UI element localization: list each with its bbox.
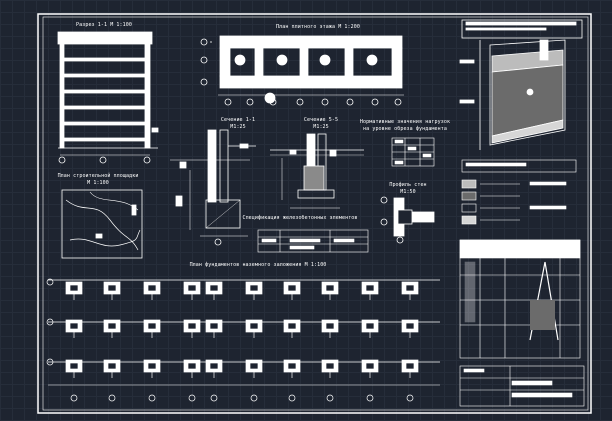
foundation-plan-title: План фундаментов наземного заложения М 1…	[189, 262, 327, 268]
axis-bubble	[148, 394, 156, 402]
pile-cap-core	[209, 362, 219, 370]
wall-profile-title: Профиль стен	[389, 182, 427, 188]
soil-profile-drawing	[459, 19, 583, 150]
pile-cap-core	[187, 322, 197, 330]
section-5-5-scale: М1:25	[313, 124, 329, 130]
site-plan-drawing	[61, 189, 143, 259]
pile-cap-core	[365, 362, 375, 370]
loads-table-title-line2: на уровне обреза фундамента	[363, 126, 447, 132]
axis-bubble	[108, 394, 116, 402]
pile-cap-core	[249, 322, 259, 330]
drawing-frame	[37, 13, 592, 414]
pile-cap-core	[405, 322, 415, 330]
axis-bubble	[70, 394, 78, 402]
wall-profile-drawing	[380, 196, 435, 244]
pile-cap-core	[249, 362, 259, 370]
pile-cap-core	[325, 284, 335, 292]
pile-cap-core	[147, 322, 157, 330]
specification-title: Спецификация железобетонных элементов	[242, 215, 358, 221]
title-block-drawing	[459, 365, 585, 407]
section-1-1-drawing	[170, 129, 256, 246]
pile-cap-core	[365, 322, 375, 330]
wall-profile-scale: М1:50	[400, 189, 416, 195]
pile-plan-drawing	[200, 35, 404, 106]
pile-cap-core	[107, 362, 117, 370]
pile-cap-core	[405, 284, 415, 292]
legend-drawing	[461, 159, 577, 225]
pile-schedule-drawing	[459, 239, 581, 359]
loads-table-drawing	[391, 137, 435, 167]
building-section-title: Разрез 1-1 М 1:100	[76, 22, 132, 28]
pile-cap-core	[147, 362, 157, 370]
pile-cap-core	[147, 284, 157, 292]
foundation-plan-drawing	[46, 278, 440, 402]
pile-cap-core	[405, 362, 415, 370]
pile-cap-core	[365, 284, 375, 292]
drawing-inner-frame	[42, 16, 589, 411]
axis-bubble	[288, 394, 296, 402]
pile-cap-core	[187, 284, 197, 292]
pile-cap-core	[69, 322, 79, 330]
pile-cap-core	[287, 284, 297, 292]
pile-cap-core	[209, 284, 219, 292]
pile-cap-core	[287, 322, 297, 330]
axis-bubble	[210, 394, 218, 402]
pile-cap-core	[69, 284, 79, 292]
pile-plan-title: План плитного этажа М 1:200	[276, 24, 360, 30]
section-5-5-title: Сечение 5-5	[303, 117, 339, 123]
building-section-drawing	[57, 31, 159, 164]
pile-cap-core	[249, 284, 259, 292]
pile-cap-core	[107, 284, 117, 292]
axis-bubble	[250, 394, 258, 402]
pile-cap-core	[187, 362, 197, 370]
site-plan-title: План строительной площадки	[57, 173, 139, 179]
pile-cap-core	[209, 322, 219, 330]
pile-cap-core	[325, 362, 335, 370]
section-1-1-scale: М1:25	[230, 124, 246, 130]
axis-bubble	[326, 394, 334, 402]
axis-bubble	[406, 394, 414, 402]
specification-table-drawing	[257, 229, 369, 253]
pile-cap-core	[107, 322, 117, 330]
section-5-5-drawing	[270, 133, 364, 209]
site-plan-scale: М 1:100	[87, 180, 109, 186]
pile-cap-core	[287, 362, 297, 370]
pile-cap-core	[69, 362, 79, 370]
axis-bubble	[188, 394, 196, 402]
loads-table-title-line1: Нормативные значения нагрузок	[359, 119, 451, 125]
section-1-1-title: Сечение 1-1	[220, 117, 256, 123]
axis-bubble	[366, 394, 374, 402]
pile-cap-core	[325, 322, 335, 330]
